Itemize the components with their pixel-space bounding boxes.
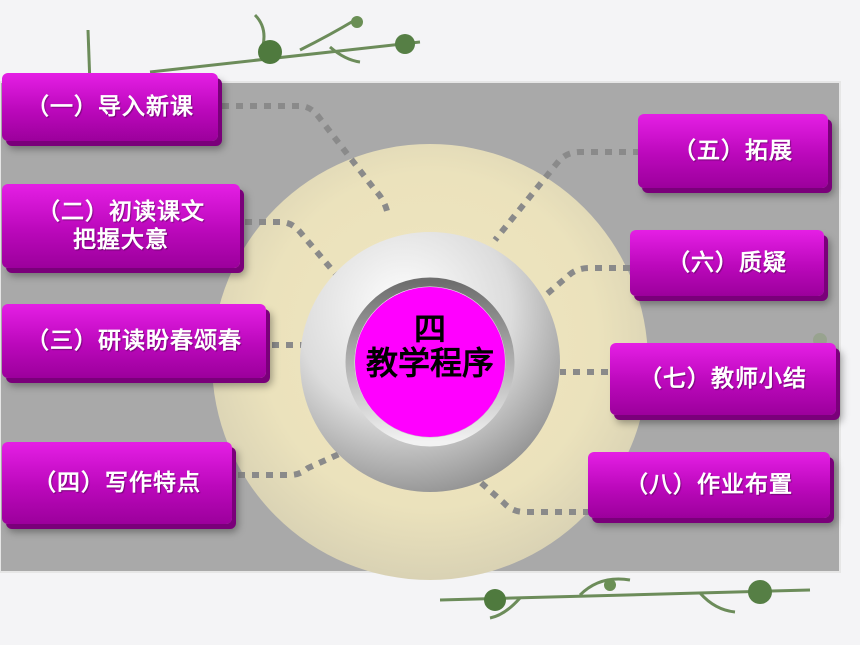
center-title-line1: 四 bbox=[413, 310, 446, 348]
step-2-label: （二）初读课文 bbox=[37, 199, 205, 225]
step-1-label: （一）导入新课 bbox=[26, 94, 194, 120]
step-3-label: （三）研读盼春颂春 bbox=[26, 328, 242, 354]
step-4-label: （四）写作特点 bbox=[33, 470, 201, 496]
step-8-label: （八）作业布置 bbox=[625, 472, 793, 498]
center-title-line2: 教学程序 bbox=[365, 344, 494, 382]
plant-sprig-icon bbox=[439, 577, 811, 620]
center-disc bbox=[355, 287, 505, 437]
step-5-box[interactable]: （五）拓展 bbox=[638, 114, 828, 188]
step-7-label: （七）教师小结 bbox=[639, 366, 807, 392]
step-3-box[interactable]: （三）研读盼春颂春 bbox=[2, 304, 266, 378]
center-inner-ring bbox=[345, 277, 515, 447]
step-2-box[interactable]: （二）初读课文 把握大意 bbox=[2, 184, 240, 268]
step-6-box[interactable]: （六）质疑 bbox=[630, 230, 824, 296]
step-1-box[interactable]: （一）导入新课 bbox=[2, 73, 218, 141]
center-title: 四 教学程序 bbox=[350, 312, 510, 380]
step-6-label: （六）质疑 bbox=[667, 250, 787, 276]
step-7-box[interactable]: （七）教师小结 bbox=[610, 343, 836, 415]
step-2-label-line2: 把握大意 bbox=[73, 227, 169, 253]
step-4-box[interactable]: （四）写作特点 bbox=[2, 442, 232, 524]
step-5-label: （五）拓展 bbox=[673, 138, 793, 164]
step-8-box[interactable]: （八）作业布置 bbox=[588, 452, 830, 518]
